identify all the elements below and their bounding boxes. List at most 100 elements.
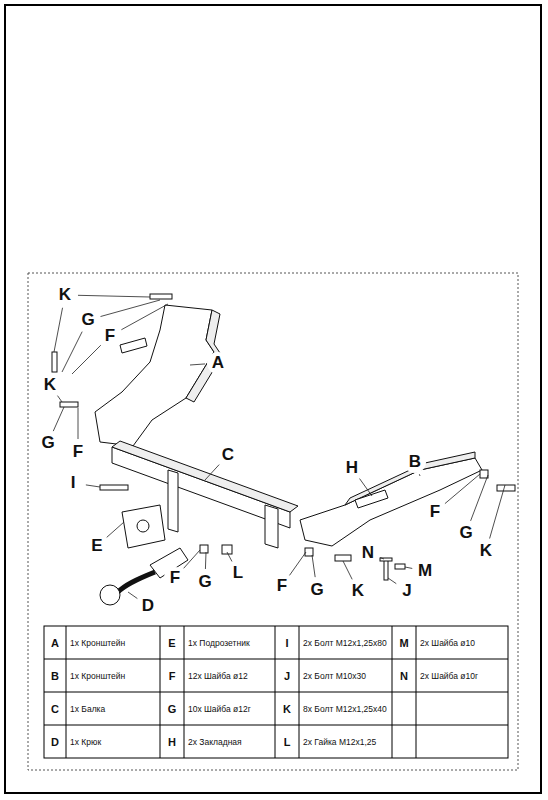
callout-letter: K [347, 580, 369, 602]
callout-letter: G [455, 522, 477, 544]
table-key: F [169, 670, 176, 682]
table-grid [44, 626, 508, 758]
table-cell: 2х Болт М10х30 [303, 671, 366, 681]
table-cell: 2х Шайба ø10 [420, 638, 475, 648]
callout-letter: L [227, 562, 249, 584]
bolt-i [100, 485, 128, 490]
table-key: L [284, 736, 291, 748]
callout-letter: F [424, 501, 446, 523]
washer [305, 548, 313, 556]
leader-line [445, 474, 480, 504]
table-cell: 1х Подрозетник [188, 638, 250, 648]
leader-line [54, 308, 63, 352]
callout-letter: M [414, 560, 436, 582]
callout-letter: A [207, 352, 229, 374]
leader-line [380, 558, 384, 559]
table-cell: 1х Кронштейн [70, 638, 125, 648]
callout-letter: K [475, 540, 497, 562]
callout-letter: F [99, 325, 121, 347]
table-cell: 10х Шайба ø12г [188, 704, 251, 714]
callout-letter: B [404, 451, 426, 473]
table-key: A [51, 637, 59, 649]
bolt [497, 485, 515, 491]
table-key: N [400, 670, 408, 682]
leader-line [53, 407, 64, 431]
leader-line [312, 555, 315, 577]
bracket-a-slot [120, 338, 147, 353]
callout-letter: K [54, 284, 76, 306]
table-cell: 2х Шайба ø10г [420, 671, 478, 681]
table-key: E [168, 637, 175, 649]
leader-line [471, 475, 488, 521]
bolt [60, 402, 78, 407]
callout-letter: G [37, 432, 59, 454]
table-cell: 12х Шайба ø12 [188, 671, 248, 681]
table-key: H [168, 736, 176, 748]
table-cell: 1х Балка [70, 704, 105, 714]
leader-line [101, 300, 160, 317]
table-key: C [51, 703, 59, 715]
callout-letter: K [39, 374, 61, 396]
callout-letter: G [306, 579, 328, 601]
leader-line [419, 474, 421, 476]
leader-line [78, 408, 79, 439]
leader-line [490, 485, 505, 539]
callout-letter: G [194, 571, 216, 593]
leader-line [86, 485, 100, 487]
beam-plate [168, 470, 178, 532]
leader-line [72, 345, 101, 374]
leader-line [121, 304, 168, 330]
leader-line [62, 332, 82, 372]
outer-frame [5, 5, 541, 793]
leader-line [388, 578, 396, 584]
table-cell: 8х Болт М12х1,25х40 [303, 704, 387, 714]
leader-line [57, 396, 62, 402]
table-key: M [399, 637, 408, 649]
callout-letter: N [357, 542, 379, 564]
leader-line [405, 567, 412, 568]
hook-ball [100, 585, 120, 605]
table-cell: 1х Крюк [70, 737, 101, 747]
leader-line [184, 550, 200, 568]
callout-letter: E [86, 535, 108, 557]
bracket-b [300, 458, 482, 546]
hook-neck [118, 572, 155, 592]
beam-c-top [112, 441, 298, 512]
leader-line [205, 465, 219, 480]
washer-n [380, 558, 392, 561]
callout-letter: F [67, 441, 89, 463]
table-key: I [285, 637, 288, 649]
socket-hole [137, 520, 149, 532]
bolt [52, 352, 57, 372]
washer [200, 545, 208, 553]
table-key: J [284, 670, 290, 682]
leader-line [205, 552, 207, 569]
insert-h [355, 490, 388, 508]
leader-line [227, 552, 232, 561]
parts-table [44, 626, 508, 758]
callout-letter: D [137, 595, 159, 617]
table-key: G [168, 703, 177, 715]
bolt [335, 555, 351, 561]
bolt-j [384, 560, 388, 580]
socket-plate-e [122, 505, 165, 548]
table-cell: 2х Закладная [188, 737, 242, 747]
leader-line [360, 479, 372, 496]
leader-line [343, 561, 352, 579]
dotted-frame [28, 273, 518, 770]
bolt [150, 294, 172, 299]
beam-plate [265, 505, 278, 548]
table-cell: 1х Кронштейн [70, 671, 125, 681]
callout-letter: C [217, 444, 239, 466]
leader-line [107, 522, 124, 537]
leader-line [128, 592, 137, 599]
leader-line [190, 364, 205, 365]
callout-letter: J [396, 580, 418, 602]
table-cell: 2х Гайка М12х1,25 [303, 737, 376, 747]
table-key: D [51, 736, 59, 748]
callout-letter: H [341, 457, 363, 479]
washer-m [395, 564, 405, 569]
bracket-a [95, 305, 214, 446]
